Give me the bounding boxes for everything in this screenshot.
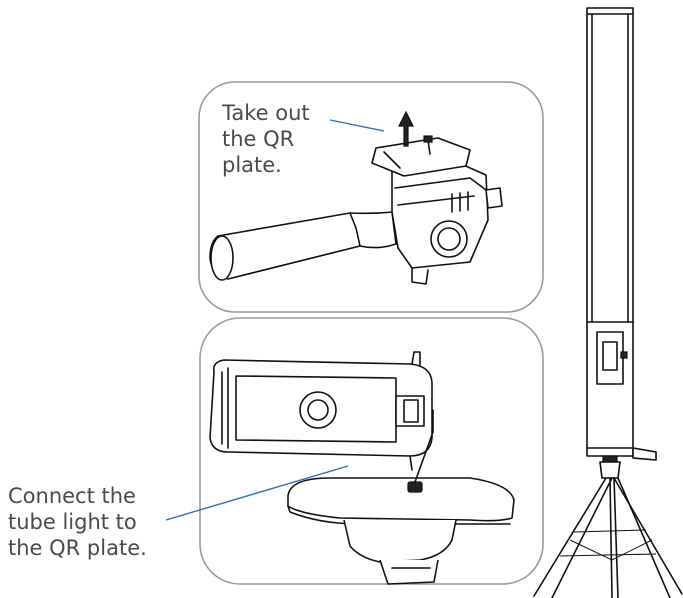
label-line: Connect the — [8, 484, 136, 508]
label-line: tube light to — [8, 510, 137, 534]
label-line: the QR — [222, 127, 295, 151]
connect-tube-light-label: Connect the tube light to the QR plate. — [8, 483, 147, 561]
top-panel — [198, 81, 544, 313]
label-line: plate. — [222, 153, 282, 177]
qr-plate-illustration — [287, 409, 515, 585]
label-line: Take out — [222, 101, 310, 125]
take-out-qr-plate-label: Take out the QR plate. — [222, 100, 310, 178]
bottom-panel — [199, 317, 544, 585]
tube-light-bottom-illustration — [209, 351, 433, 471]
callout-line-bottom — [165, 465, 349, 521]
label-line: the QR plate. — [8, 536, 147, 560]
tripod-head-illustration — [209, 110, 503, 285]
tube-light-on-tripod-illustration — [533, 7, 683, 598]
callout-line-top — [329, 119, 385, 132]
